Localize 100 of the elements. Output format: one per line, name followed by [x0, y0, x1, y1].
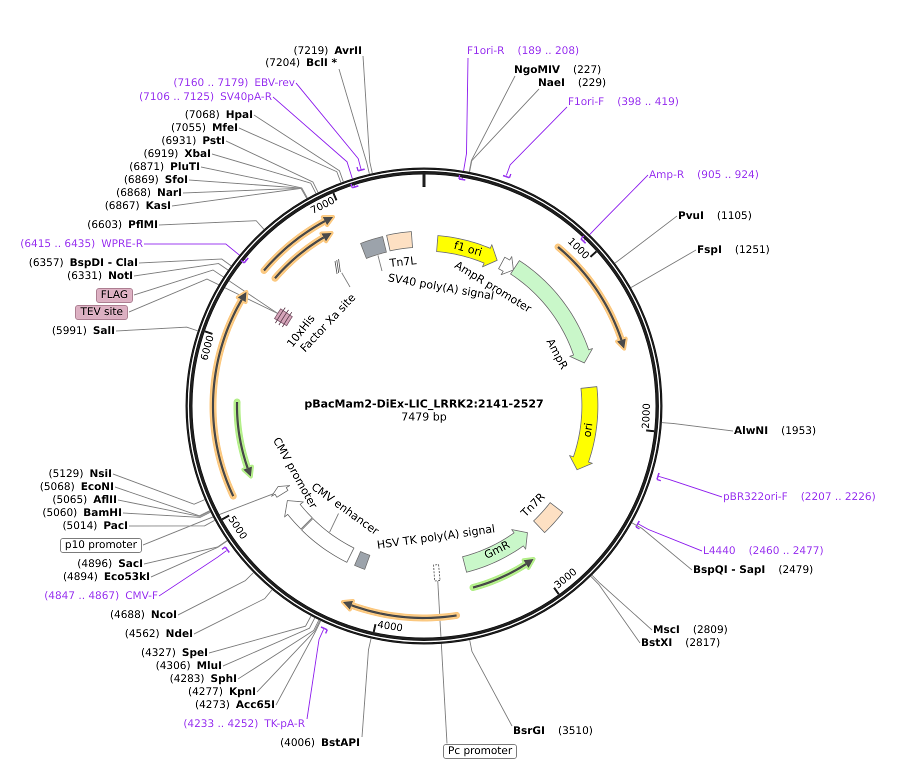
- enzyme-name: NotI: [108, 270, 133, 282]
- primer-site-mark: [656, 472, 662, 482]
- enzyme-name: BclI *: [306, 56, 337, 70]
- primer-position: (905 .. 924): [697, 168, 759, 182]
- site-position: (227): [573, 64, 602, 76]
- primer-position: (7106 .. 7125): [139, 90, 214, 104]
- leader-line: [590, 576, 640, 644]
- primer-site-mark: [356, 166, 366, 172]
- primer-name: Amp-R: [649, 168, 684, 182]
- site-position: (5129): [48, 468, 84, 480]
- enzyme-name: AflII: [93, 494, 117, 506]
- site-position: (6868): [116, 186, 152, 200]
- enzyme-name: BsrGI: [513, 724, 545, 738]
- leader-line: [638, 524, 702, 552]
- site-position: (6603): [87, 218, 122, 232]
- leader-line: [134, 269, 278, 314]
- feature-block: [354, 550, 371, 570]
- site-position: (5065): [52, 494, 88, 506]
- leader-line: [226, 140, 319, 193]
- enzyme-name: NgoMIV: [514, 64, 560, 76]
- leader-line: [212, 154, 316, 194]
- leader-line: [128, 278, 278, 314]
- leader-line: [469, 88, 540, 172]
- leader-line: [194, 589, 272, 634]
- leader-line: [254, 114, 344, 182]
- primer-position: (4847 .. 4867): [44, 590, 120, 602]
- primer-position: (6415 .. 6435): [20, 238, 96, 250]
- enzyme-name: PstI: [202, 134, 225, 148]
- site-position: (4283): [170, 672, 205, 686]
- leader-line: [114, 486, 210, 516]
- leader-line: [144, 540, 228, 564]
- leader-line: [296, 82, 362, 170]
- site-position: (6919): [143, 148, 178, 160]
- leader-line: [437, 580, 448, 744]
- site-position: (4327): [140, 646, 176, 660]
- leader-line: [584, 174, 648, 241]
- enzyme-name: SphI: [210, 672, 237, 686]
- leader-line: [306, 628, 324, 720]
- leader-line: [128, 520, 216, 526]
- leader-line: [329, 513, 339, 533]
- feature-label: GmR: [482, 538, 512, 562]
- feature-label: f1 ori: [452, 238, 484, 260]
- leader-line: [200, 166, 308, 198]
- scale-label: 7000: [308, 194, 338, 218]
- enzyme-name: SfoI: [164, 174, 188, 186]
- enzyme-name: NdeI: [166, 628, 193, 640]
- enzyme-name: SalI: [92, 324, 115, 338]
- leader-line: [134, 263, 228, 276]
- enzyme-name: XbaI: [184, 148, 211, 160]
- site-position: (4896): [77, 558, 112, 570]
- enzyme-name: KasI: [146, 200, 171, 212]
- primer-position: (189 .. 208): [517, 44, 580, 58]
- leader-line: [506, 106, 568, 176]
- primer-site-mark: [350, 183, 360, 190]
- site-position: (6331): [67, 270, 102, 282]
- enzyme-name: MfeI: [212, 122, 238, 134]
- scale-label: 2000: [640, 403, 654, 430]
- site-position: (4277): [188, 686, 223, 698]
- enzyme-name: BspQI - SapI: [693, 564, 766, 576]
- site-position: (4306): [156, 660, 191, 672]
- enzyme-name: PluTI: [170, 160, 200, 174]
- leader-line: [112, 474, 206, 505]
- primer-position: (2460 .. 2477): [748, 544, 824, 558]
- enzyme-name: Acc65I: [236, 698, 275, 712]
- enzyme-name: FspI: [697, 244, 722, 256]
- leader-line: [658, 476, 722, 498]
- leader-line: [469, 640, 512, 726]
- reading-frame: [271, 228, 336, 282]
- leader-line: [238, 620, 320, 680]
- leader-line: [341, 272, 350, 288]
- leader-line: [462, 58, 468, 180]
- enzyme-name: BstAPI: [320, 736, 360, 750]
- feature-callout: Pc promoter: [443, 744, 518, 758]
- enzyme-name: NaeI: [538, 76, 565, 90]
- enzyme-name: NsiI: [89, 468, 112, 480]
- primer-position: (4233 .. 4252): [183, 718, 258, 730]
- enzyme-name: MluI: [196, 660, 222, 672]
- primer-name: F1ori-F: [568, 96, 604, 108]
- site-position: (1953): [781, 424, 816, 438]
- leader-line: [122, 512, 211, 518]
- leader-line: [631, 522, 692, 570]
- enzyme-name: HpaI: [226, 108, 253, 122]
- site-position: (2809): [692, 624, 728, 636]
- enzyme-name: AlwNI: [734, 424, 768, 438]
- leader-line: [362, 638, 372, 738]
- site-position: (6869): [124, 174, 159, 186]
- leader-line: [338, 68, 370, 174]
- leader-line: [614, 216, 678, 264]
- feature-callout: FLAG: [96, 288, 133, 302]
- primer-site-mark: [240, 257, 250, 264]
- site-position: (2479): [778, 564, 814, 576]
- primer-site-mark: [635, 520, 641, 530]
- enzyme-name: BstXI: [641, 636, 672, 650]
- enzyme-name: NarI: [157, 186, 182, 200]
- site-position: (4894): [62, 570, 98, 584]
- feature-label: ori: [580, 422, 596, 438]
- leader-line: [182, 188, 308, 199]
- leader-line: [118, 500, 210, 517]
- site-position: (5068): [40, 480, 75, 494]
- enzyme-name: SacI: [118, 558, 143, 570]
